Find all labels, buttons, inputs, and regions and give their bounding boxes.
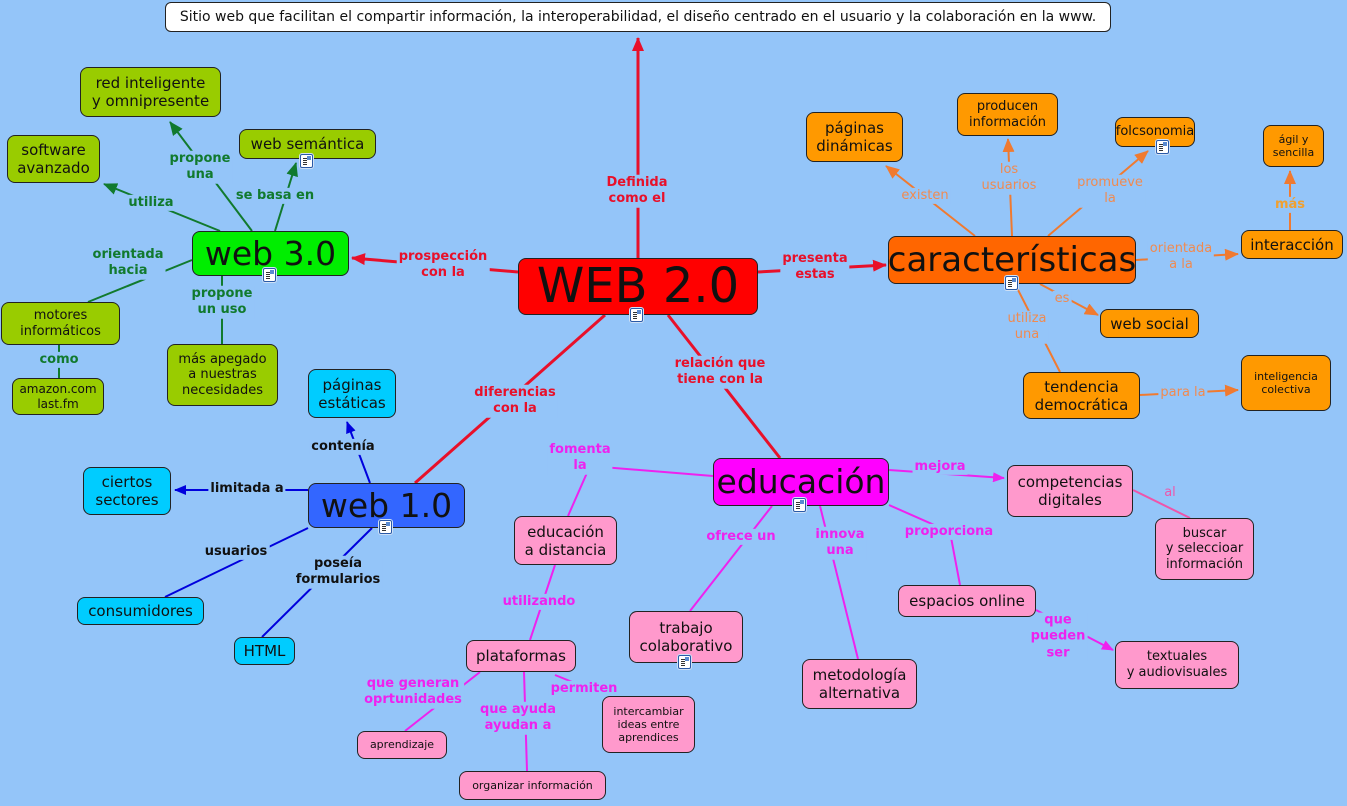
link-label-orientada-a: orientada a la bbox=[1147, 240, 1215, 274]
link-label-utiliza: utiliza bbox=[126, 194, 176, 212]
concept-node-red-inteligente[interactable]: red inteligente y omnipresente bbox=[80, 67, 221, 117]
link-label-prospeccion: prospección con la bbox=[396, 248, 490, 282]
connector-line bbox=[888, 504, 961, 586]
document-icon[interactable] bbox=[263, 268, 276, 282]
document-icon[interactable] bbox=[793, 498, 806, 512]
link-label-propone-una: propone una bbox=[167, 150, 233, 184]
document-icon[interactable] bbox=[1005, 276, 1018, 290]
concept-node-organizar[interactable]: organizar información bbox=[459, 771, 606, 800]
concept-node-educ-distancia[interactable]: educación a distancia bbox=[514, 516, 617, 565]
concept-node-producen[interactable]: producen información bbox=[957, 93, 1058, 136]
concept-node-intercambiar[interactable]: intercambiar ideas entre aprendices bbox=[602, 696, 695, 753]
link-label-al: al bbox=[1162, 484, 1178, 502]
document-icon[interactable] bbox=[300, 154, 313, 168]
link-label-que-generan: que generan oprtunidades bbox=[362, 675, 464, 709]
link-label-limitada: limitada a bbox=[208, 480, 286, 498]
concept-node-motores[interactable]: motores informáticos bbox=[1, 302, 120, 345]
concept-node-paginas-dinamicas[interactable]: páginas dinámicas bbox=[806, 112, 903, 162]
document-icon[interactable] bbox=[1156, 140, 1169, 154]
link-label-contenia: contenía bbox=[309, 438, 377, 456]
concept-node-consumidores[interactable]: consumidores bbox=[77, 597, 204, 625]
concept-node-competencias[interactable]: competencias digitales bbox=[1007, 465, 1133, 517]
link-label-mejora: mejora bbox=[912, 458, 968, 476]
concept-node-tendencia[interactable]: tendencia democrática bbox=[1023, 372, 1140, 419]
link-label-diferencias: diferencias con la bbox=[472, 384, 558, 418]
link-label-relacion: relación que tiene con la bbox=[672, 355, 768, 389]
connector-line bbox=[689, 505, 773, 612]
document-icon[interactable] bbox=[630, 308, 643, 322]
concept-node-web10[interactable]: web 1.0 bbox=[308, 483, 465, 528]
concept-node-plataformas[interactable]: plataformas bbox=[466, 640, 576, 672]
concept-node-html[interactable]: HTML bbox=[234, 637, 295, 665]
connector-line bbox=[1132, 489, 1191, 519]
concept-node-inteligencia[interactable]: inteligencia colectiva bbox=[1241, 355, 1331, 411]
link-label-ofrece: ofrece un bbox=[704, 528, 778, 546]
link-label-presenta: presenta estas bbox=[780, 250, 850, 284]
concept-node-definicion[interactable]: Sitio web que facilitan el compartir inf… bbox=[165, 2, 1111, 32]
document-icon[interactable] bbox=[379, 520, 392, 534]
concept-node-agil[interactable]: ágil y sencilla bbox=[1263, 125, 1324, 167]
concept-node-ciertos-sectores[interactable]: ciertos sectores bbox=[83, 467, 171, 515]
link-label-permiten: permiten bbox=[548, 680, 620, 698]
concept-node-textuales[interactable]: textuales y audiovisuales bbox=[1115, 641, 1239, 689]
concept-node-interaccion[interactable]: interacción bbox=[1241, 230, 1343, 259]
link-label-utilizando: utilizando bbox=[500, 593, 578, 611]
concept-node-web30[interactable]: web 3.0 bbox=[192, 231, 349, 276]
concept-node-metodologia[interactable]: metodología alternativa bbox=[802, 659, 917, 709]
link-label-que-pueden: que pueden ser bbox=[1028, 612, 1088, 662]
concept-node-buscar[interactable]: buscar y seleccioar información bbox=[1155, 518, 1254, 580]
link-label-propone-uso: propone un uso bbox=[189, 285, 255, 319]
document-icon[interactable] bbox=[678, 655, 691, 669]
link-label-los-usuarios: los usuarios bbox=[979, 161, 1039, 195]
link-label-como: como bbox=[37, 351, 81, 369]
link-label-definida: Definida como el bbox=[604, 174, 670, 208]
link-label-promueve: promueve la bbox=[1075, 174, 1145, 208]
concept-node-aprendizaje[interactable]: aprendizaje bbox=[357, 731, 447, 759]
concept-node-espacios[interactable]: espacios online bbox=[898, 585, 1036, 617]
link-label-utiliza-una: utiliza una bbox=[1005, 310, 1049, 344]
concept-node-web-social[interactable]: web social bbox=[1100, 309, 1199, 338]
link-label-poseia: poseía formularios bbox=[293, 555, 383, 589]
link-label-existen: existen bbox=[899, 187, 951, 205]
concept-node-caracteristicas[interactable]: características bbox=[888, 236, 1136, 284]
connector-line bbox=[87, 259, 193, 303]
concept-node-paginas-estaticas[interactable]: páginas estáticas bbox=[308, 369, 396, 418]
concept-node-mas-apegado[interactable]: más apegado a nuestras necesidades bbox=[167, 344, 278, 406]
concept-node-folcsonomia[interactable]: folcsonomia bbox=[1115, 117, 1195, 147]
concept-node-web20[interactable]: WEB 2.0 bbox=[518, 258, 758, 315]
concept-node-trabajo[interactable]: trabajo colaborativo bbox=[629, 611, 743, 663]
link-label-mas: más bbox=[1272, 196, 1308, 214]
link-label-proporciona: proporciona bbox=[902, 523, 996, 541]
link-label-orientada-hacia: orientada hacia bbox=[90, 246, 166, 280]
concept-node-software-avanzado[interactable]: software avanzado bbox=[7, 135, 100, 183]
link-label-fomenta: fomenta la bbox=[547, 441, 613, 475]
connector-line bbox=[164, 527, 309, 598]
concept-node-amazon[interactable]: amazon.com last.fm bbox=[12, 378, 104, 415]
link-label-usuarios: usuarios bbox=[202, 543, 270, 561]
link-label-se-basa: se basa en bbox=[233, 187, 317, 205]
link-label-que-ayuda: que ayuda ayudan a bbox=[477, 701, 559, 735]
link-label-es: es bbox=[1052, 290, 1072, 308]
link-label-para-la: para la bbox=[1158, 384, 1208, 402]
link-label-innova: innova una bbox=[813, 526, 867, 560]
